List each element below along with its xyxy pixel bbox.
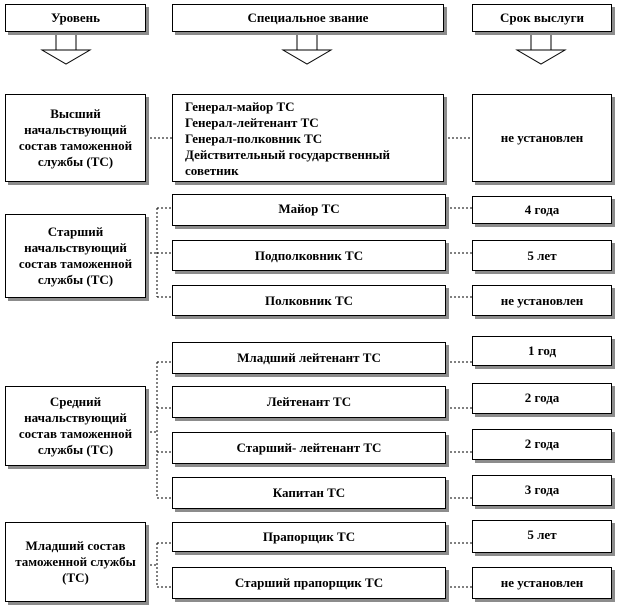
term-major: 4 года <box>472 196 612 224</box>
term-top: не установлен <box>472 94 612 182</box>
term-lieutenant-colonel: 5 лет <box>472 240 612 271</box>
rank-captain: Капитан ТС <box>172 477 446 509</box>
rank-major: Майор ТС <box>172 194 446 226</box>
header-term: Срок выслуги <box>472 4 612 32</box>
down-arrow-icon <box>40 33 92 65</box>
rank-colonel: Полковник ТС <box>172 285 446 316</box>
rank-item: Генерал-полковник ТС <box>185 131 323 146</box>
down-arrow-icon <box>515 33 567 65</box>
term-junior-lieutenant: 1 год <box>472 336 612 366</box>
level-middle: Средний начальствующий состав таможенной… <box>5 386 146 466</box>
rank-item: Генерал-майор ТС <box>185 99 295 114</box>
down-arrow-icon <box>281 33 333 65</box>
rank-senior-warrant-officer: Старший прапорщик ТС <box>172 567 446 599</box>
term-captain: 3 года <box>472 475 612 506</box>
rank-item: Действительный государственный советник <box>185 147 390 178</box>
header-level: Уровень <box>5 4 146 32</box>
rank-lieutenant-colonel: Подполковник ТС <box>172 240 446 271</box>
level-junior: Младший состав таможенной службы (ТС) <box>5 522 146 602</box>
rank-junior-lieutenant: Младший лейтенант ТС <box>172 342 446 374</box>
rank-lieutenant: Лейтенант ТС <box>172 386 446 418</box>
level-senior-command: Высший начальствующий состав таможенной … <box>5 94 146 182</box>
term-senior-warrant-officer: не установлен <box>472 567 612 599</box>
term-lieutenant: 2 года <box>472 383 612 414</box>
term-warrant-officer: 5 лет <box>472 520 612 553</box>
rank-warrant-officer: Прапорщик ТС <box>172 522 446 552</box>
term-senior-lieutenant: 2 года <box>472 429 612 460</box>
rank-list-top: Генерал-майор ТС Генерал-лейтенант ТС Ге… <box>172 94 444 182</box>
rank-item: Генерал-лейтенант ТС <box>185 115 319 130</box>
rank-senior-lieutenant: Старший- лейтенант ТС <box>172 432 446 464</box>
header-rank: Специальное звание <box>172 4 444 32</box>
level-senior: Старший начальствующий состав таможенной… <box>5 214 146 298</box>
term-colonel: не установлен <box>472 285 612 316</box>
